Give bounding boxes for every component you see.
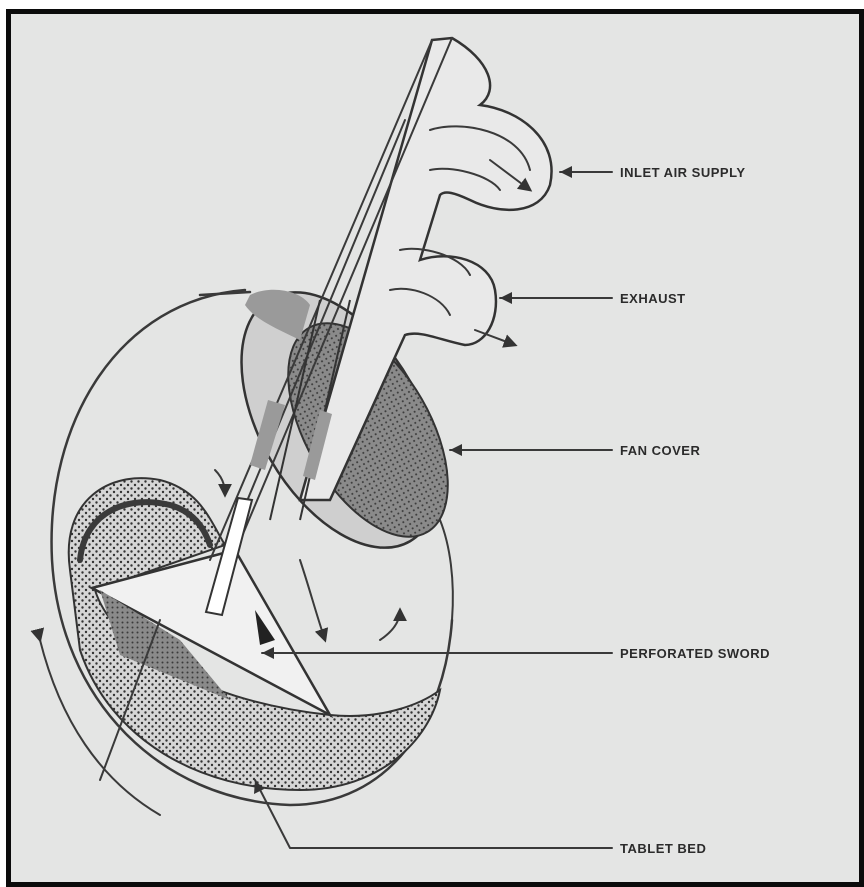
- label-perforated-sword: PERFORATED SWORD: [620, 646, 770, 661]
- label-exhaust: EXHAUST: [620, 291, 686, 306]
- label-fan-cover: FAN COVER: [620, 443, 700, 458]
- label-tablet-bed: TABLET BED: [620, 841, 706, 856]
- label-inlet-air-supply: INLET AIR SUPPLY: [620, 165, 746, 180]
